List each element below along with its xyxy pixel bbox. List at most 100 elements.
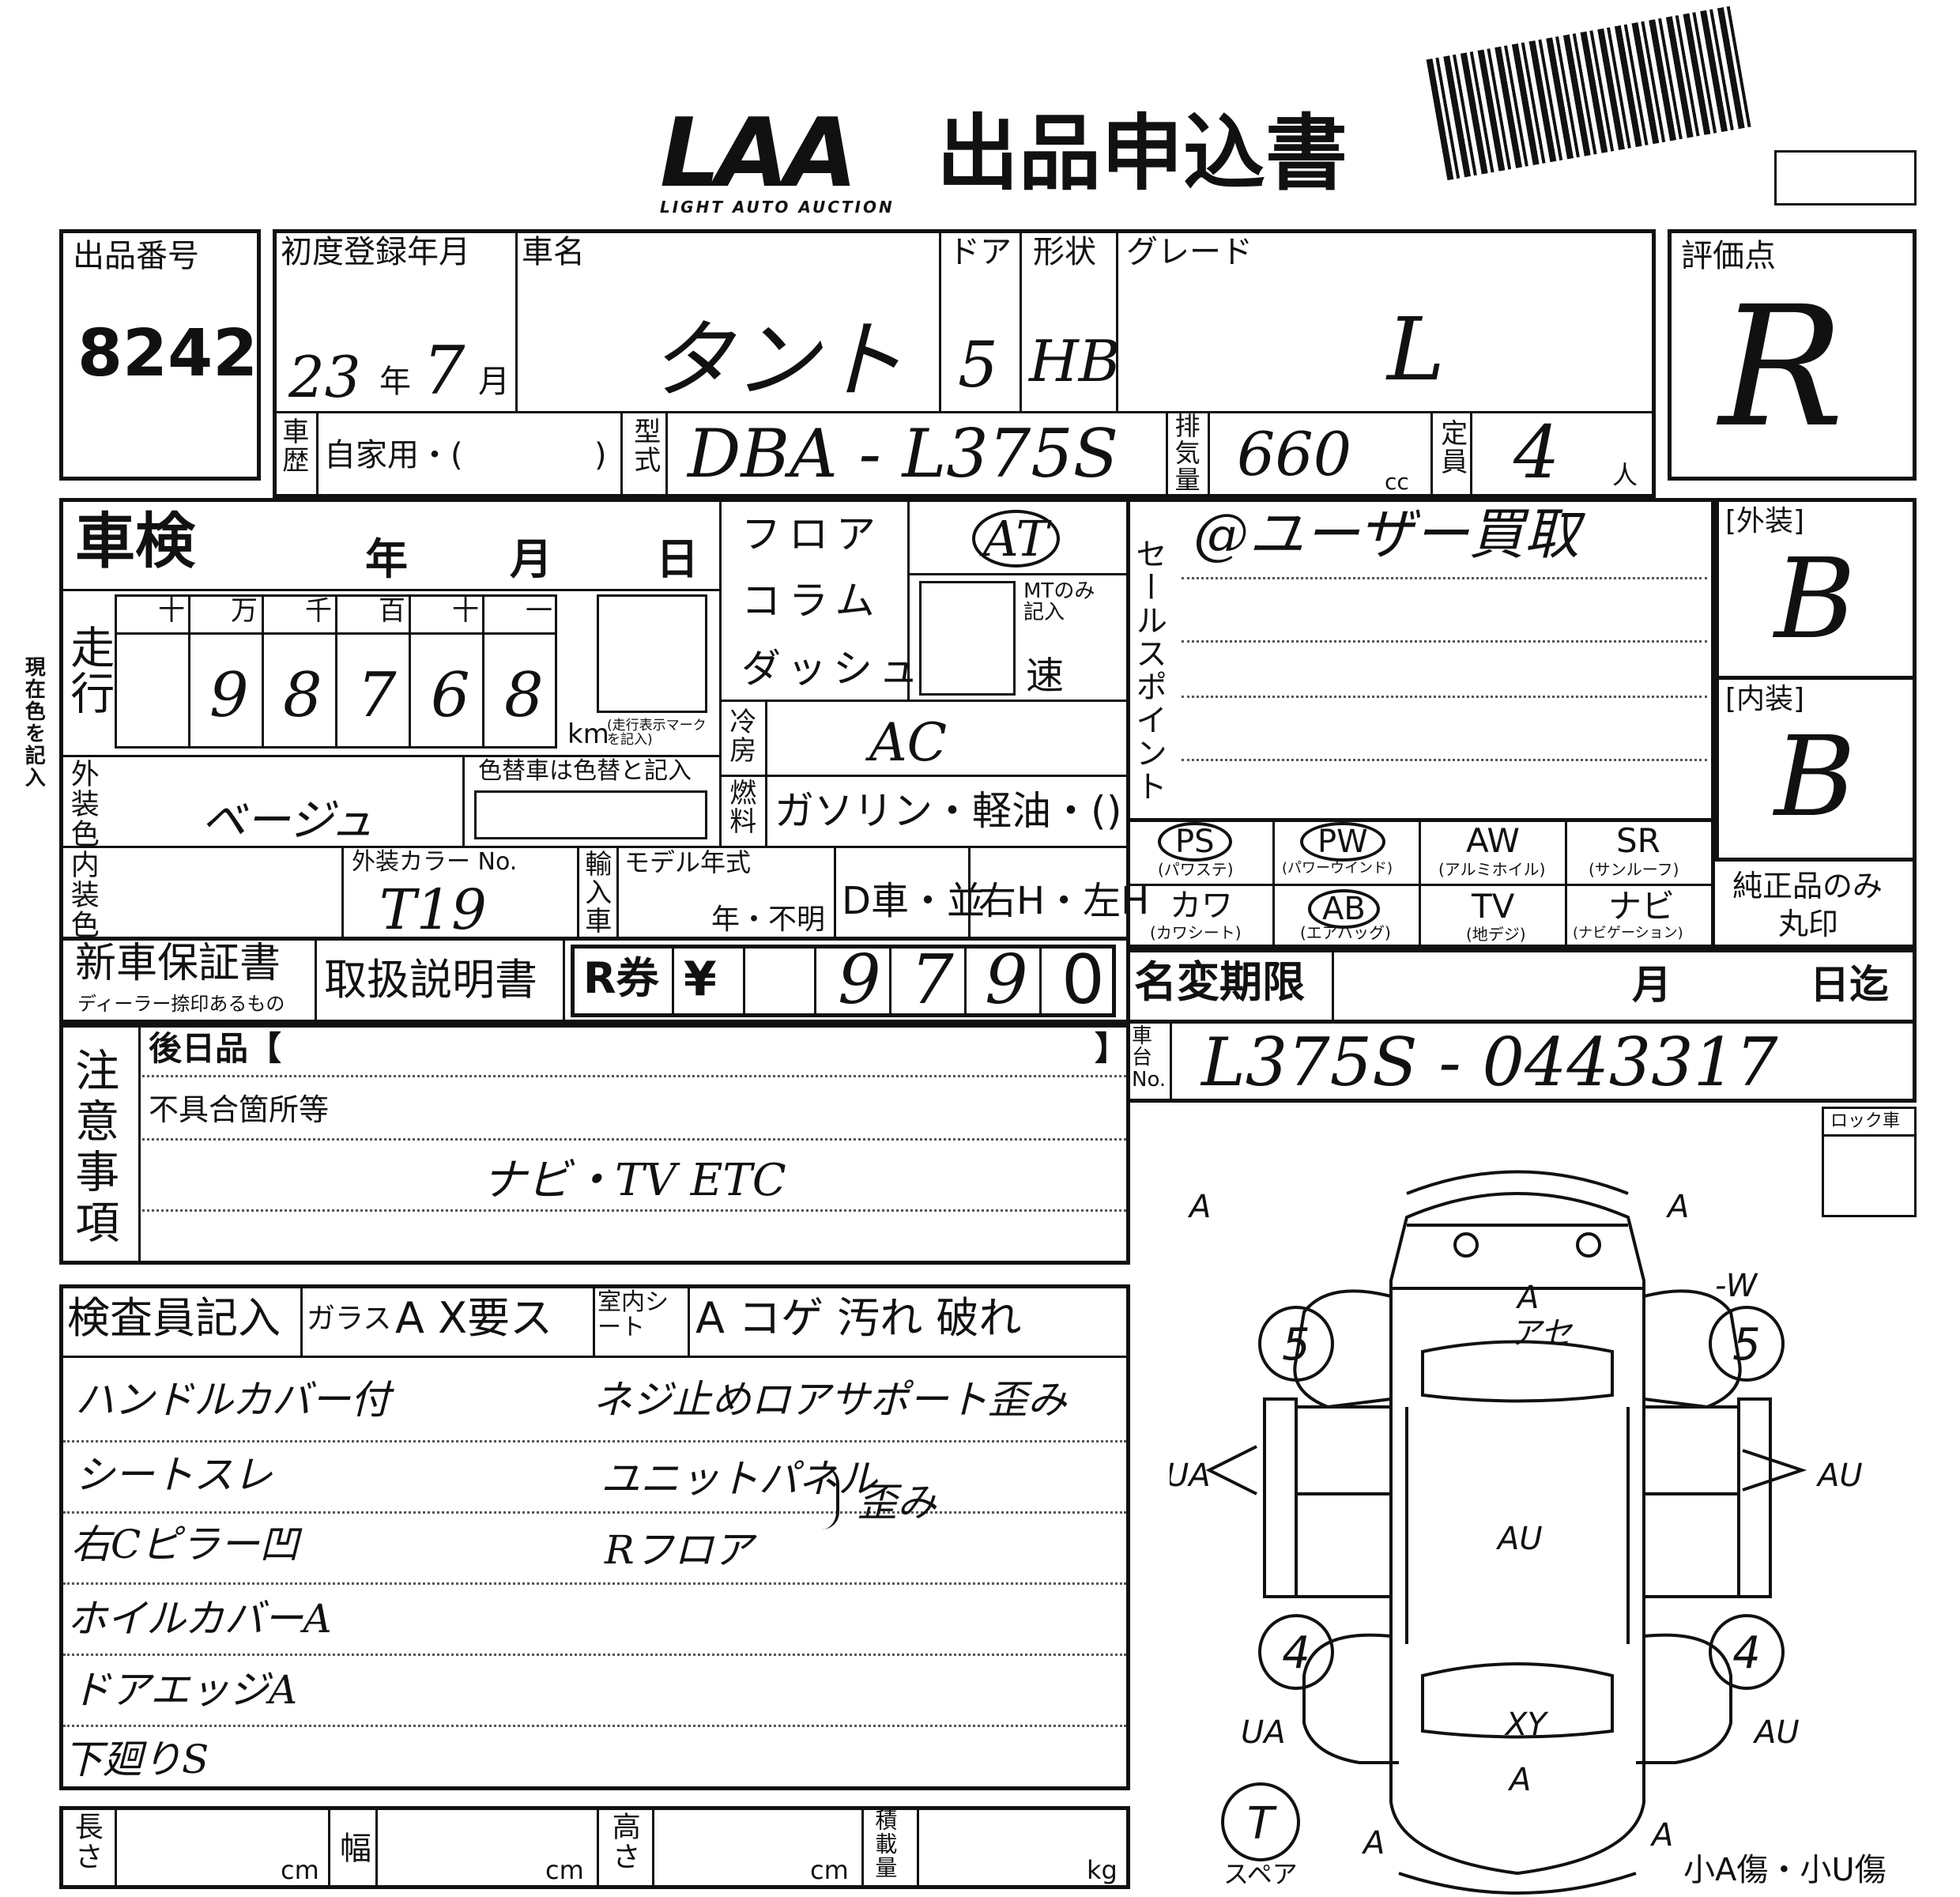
inspection-label: 車検 <box>75 506 195 576</box>
door-label: ドア <box>948 234 1012 270</box>
notes-text: ナビ・TV ETC <box>482 1155 786 1206</box>
car-name-value: タント <box>648 311 905 410</box>
logo-subtitle: LIGHT AUTO AUCTION <box>660 198 895 217</box>
equip-tv-name: (地デジ) <box>1466 925 1526 944</box>
damage-mark-a-rear-left: A <box>1361 1825 1385 1861</box>
spare-tire: T <box>1247 1798 1277 1850</box>
inspection-year: 年 <box>365 534 408 584</box>
model-label: 型式 <box>628 417 661 474</box>
tire-front-right: 5 <box>1732 1319 1761 1371</box>
rating-value: R <box>1719 270 1845 464</box>
recycle-box <box>571 945 1116 1017</box>
tire-rear-right: 4 <box>1732 1627 1761 1679</box>
inspector-right-3: Rフロア <box>605 1527 753 1573</box>
exterior-value: B <box>1774 535 1856 664</box>
damage-mark-au-roof: AU <box>1495 1521 1543 1557</box>
mileage-digit-2: 9 <box>209 660 249 731</box>
dim-width: 幅 <box>340 1831 371 1867</box>
dim-length: 長さ <box>70 1812 103 1872</box>
damage-mark-a-front-right: A <box>1665 1189 1689 1225</box>
equip-leather-name: (カワシート) <box>1150 923 1242 942</box>
mileage-col-2: 万 <box>231 595 258 627</box>
recycle-digit-3: 9 <box>838 941 881 1020</box>
displacement-unit: cc <box>1385 469 1409 495</box>
displacement-label: 排気量 <box>1170 413 1201 493</box>
mileage-digit-3: 8 <box>283 660 322 731</box>
equip-ab: AB <box>1308 889 1380 929</box>
mt-box <box>919 581 1016 696</box>
inspector-seat-options: A コゲ 汚れ 破れ <box>695 1293 1022 1343</box>
import-model-year: モデル年式 <box>624 847 752 877</box>
notes-label: 注意事項 <box>67 1047 119 1250</box>
equip-aw-name: (アルミホイル) <box>1438 860 1546 879</box>
recycle-digit-6: 0 <box>1061 941 1105 1020</box>
inspector-right-1: ネジ止めロアサポート歪み <box>593 1377 1067 1423</box>
car-diagram: A A -W A アセ AU AU UA UA XY A AU A A 5 5 … <box>1170 1170 1863 1895</box>
dim-width-unit: cm <box>545 1855 584 1885</box>
inspector-left-1: ハンドルカバー付 <box>75 1377 390 1423</box>
listing-number-box: 出品番号 8242 <box>59 229 261 481</box>
ac-label: 冷房 <box>724 707 756 764</box>
door-value: 5 <box>958 328 998 402</box>
inspector-glass-options: A X要ス <box>395 1293 553 1343</box>
exterior-label: [外装] <box>1725 505 1805 537</box>
inspection-day: 日 <box>656 534 699 584</box>
mileage-unit: km <box>567 718 609 750</box>
history-close: ) <box>594 437 607 473</box>
chassis-value: L375S - 0443317 <box>1201 1024 1778 1101</box>
tire-front-left: 5 <box>1282 1319 1310 1371</box>
exterior-box: [外装] B <box>1715 498 1917 680</box>
dim-load-unit: kg <box>1087 1855 1118 1885</box>
damage-mark-w: -W <box>1715 1268 1758 1304</box>
mileage-col-5: 十 <box>452 595 479 627</box>
genuine-box: 純正品のみ 丸印 <box>1711 858 1917 948</box>
mileage-digit-4: 7 <box>357 660 397 731</box>
notes-later-close: 】 <box>1095 1029 1129 1068</box>
rating-label: 評価点 <box>1681 238 1776 274</box>
ac-value: AC <box>869 712 948 773</box>
inspector-seat: 室内シート <box>597 1288 669 1341</box>
tire-rear-left: 4 <box>1282 1627 1310 1679</box>
dim-height-unit: cm <box>810 1855 849 1885</box>
mileage-digit-5: 6 <box>431 660 470 731</box>
inspector-left-2: シートスレ <box>75 1452 273 1498</box>
recycle-yen: ¥ <box>684 952 717 1007</box>
dimensions-box <box>59 1806 1130 1889</box>
warranty-sub: ディーラー捺印あるもの <box>77 993 285 1015</box>
name-change-month: 月 <box>1632 962 1672 1008</box>
equip-sr: SR <box>1616 821 1660 860</box>
car-name-label: 車名 <box>522 234 585 270</box>
equip-navi-name: (ナビゲーション) <box>1573 925 1683 941</box>
sales-point-label: セールスポイント <box>1130 537 1167 803</box>
mileage-mark-box <box>597 594 707 713</box>
damage-mark-au-rear: AU <box>1752 1714 1800 1751</box>
import-year-unknown: 年・不明 <box>711 903 826 936</box>
inspector-left-4: ホイルカバーA <box>67 1596 332 1642</box>
inspector-left-3: 右Cピラー凹 <box>71 1522 300 1567</box>
capacity-label: 定員 <box>1435 419 1468 476</box>
shift-floor: フロア <box>741 511 884 557</box>
name-change-day: 日迄 <box>1810 962 1889 1008</box>
equip-leather: カワ <box>1170 888 1233 924</box>
notes-box <box>59 1024 1130 1265</box>
mileage-col-6: 一 <box>526 595 552 627</box>
damage-mark-ase: アセ <box>1510 1315 1574 1352</box>
notes-later: 後日品【 <box>149 1029 282 1068</box>
equip-sr-name: (サンルーフ) <box>1589 860 1679 879</box>
color-no-value: T19 <box>379 877 487 942</box>
equip-aw: AW <box>1466 821 1520 860</box>
dim-length-unit: cm <box>281 1855 319 1885</box>
ext-color-value: ベージュ <box>202 795 375 847</box>
inspector-left-5: ドアエッジA <box>71 1667 298 1713</box>
bracket-mark <box>822 1466 839 1529</box>
capacity-value: 4 <box>1513 410 1560 495</box>
damage-mark-a-hood: A <box>1515 1280 1539 1316</box>
damage-mark-a-rear-right: A <box>1649 1817 1673 1854</box>
warranty-label: 新車保証書 <box>75 940 281 987</box>
inspector-glass: ガラス <box>307 1303 392 1335</box>
damage-mark-a-rear: A <box>1507 1762 1531 1798</box>
lock-label: ロック車 <box>1830 1111 1901 1131</box>
interior-value: B <box>1774 713 1856 842</box>
grade-value: L <box>1387 299 1446 400</box>
sales-point-value: @ユーザー買取 <box>1193 502 1580 567</box>
